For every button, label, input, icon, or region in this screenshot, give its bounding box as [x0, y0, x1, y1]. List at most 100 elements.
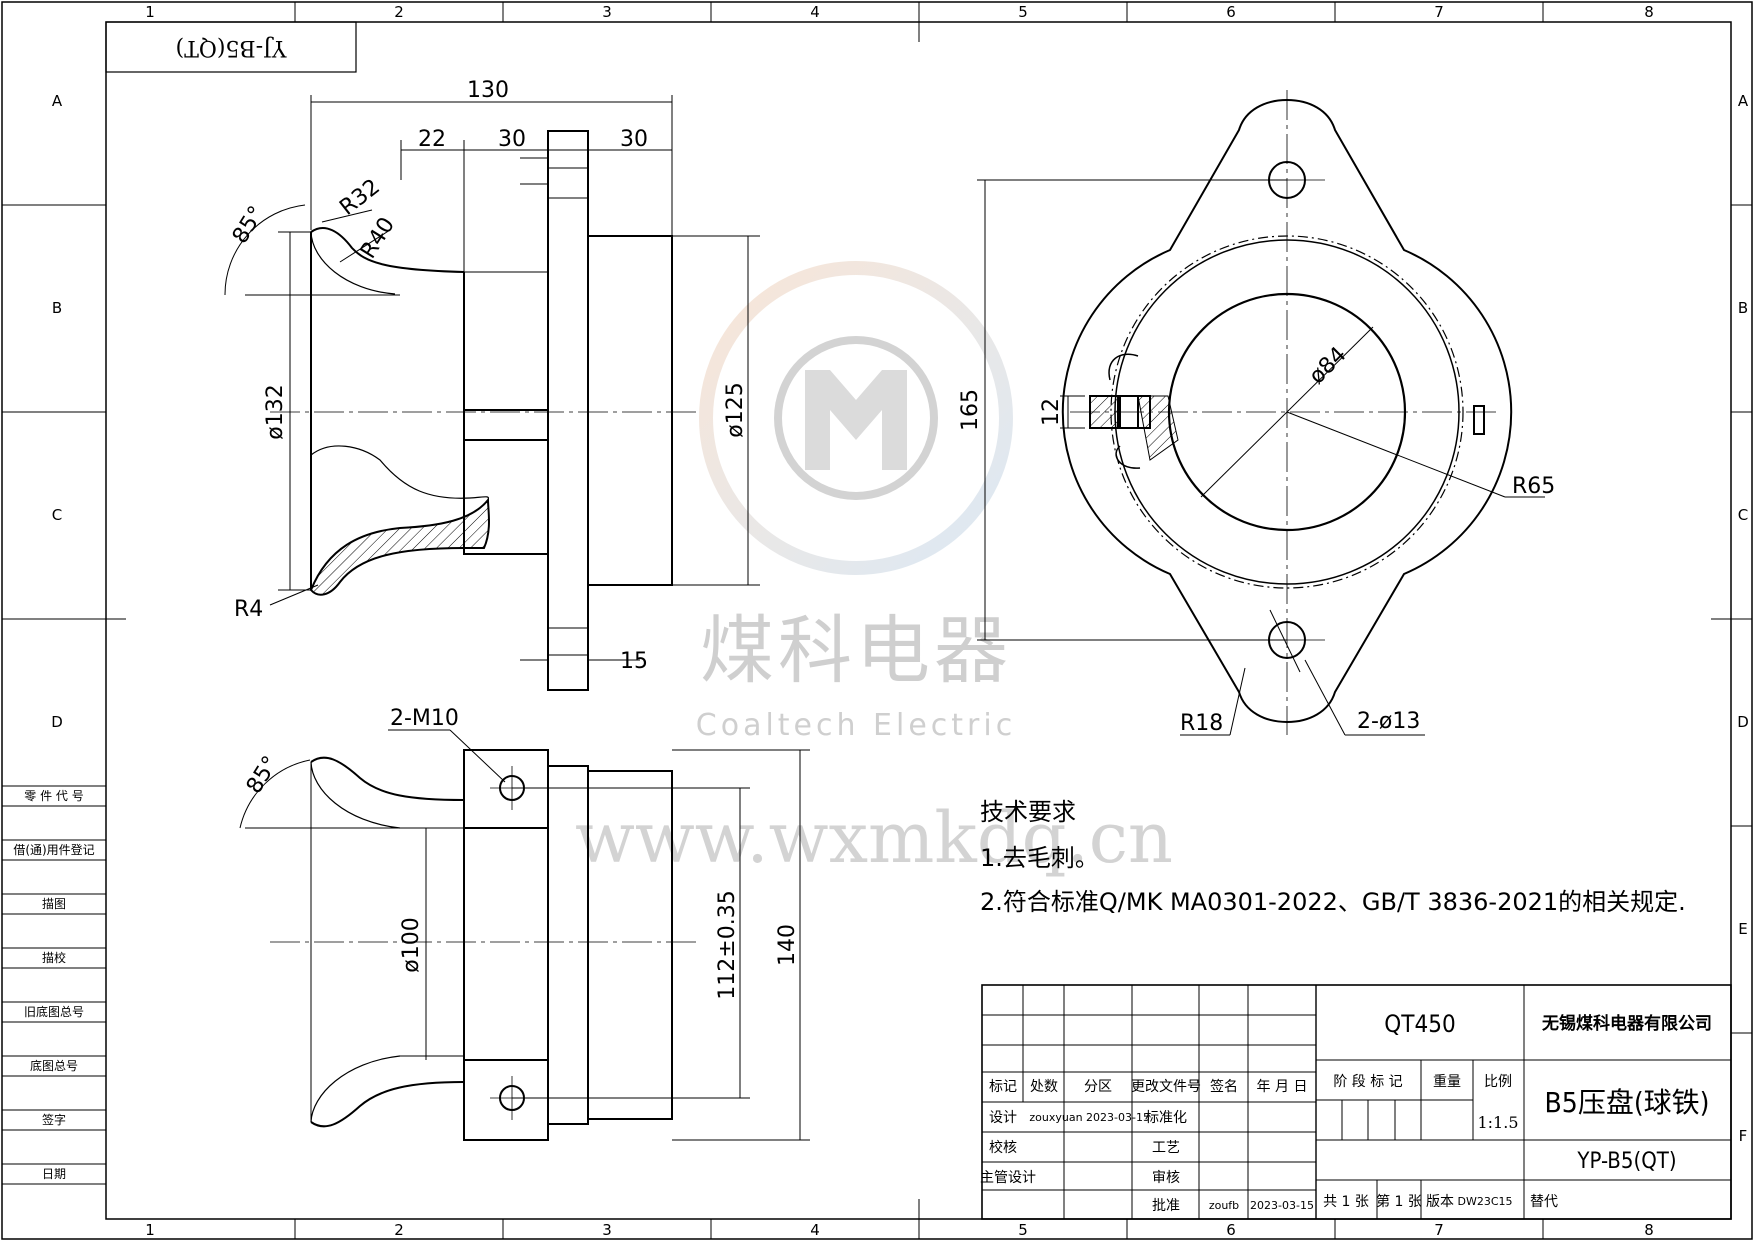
- tb-replace-label: 替代: [1530, 1194, 1558, 1210]
- tech-item-2: 2.符合标准Q/MK MA0301-2022、GB/T 3836-2021的相关…: [980, 888, 1686, 916]
- tb-header: 处数: [1030, 1079, 1058, 1095]
- dim-dia100: ø100: [399, 917, 424, 972]
- col-label: 5: [1018, 1221, 1028, 1239]
- side-label: 底图总号: [30, 1058, 78, 1073]
- tech-title: 技术要求: [980, 798, 1076, 826]
- tb-version-label: 版本: [1426, 1194, 1454, 1210]
- side-label: 日期: [42, 1167, 66, 1181]
- col-label: 8: [1644, 3, 1654, 21]
- dim-12: 12: [1039, 398, 1064, 426]
- tb-version: DW23C15: [1457, 1195, 1512, 1208]
- watermark-url: www.wxmkdq.cn: [575, 797, 1173, 879]
- front-view-dimensions: [224, 95, 760, 661]
- row-label: D: [51, 713, 63, 731]
- col-label: 6: [1226, 3, 1236, 21]
- dim-dia84: ø84: [1305, 342, 1352, 389]
- watermark-cn: 煤科电器: [700, 608, 1012, 694]
- tb-stage-label: 阶 段 标 记: [1333, 1074, 1402, 1090]
- tb-design-name: zouxyuan: [1029, 1111, 1082, 1124]
- tb-header: 年 月 日: [1257, 1079, 1308, 1095]
- column-labels: 1 2 3 4 5 6 7 8 1 2 3 4 5 6 7 8: [145, 3, 1654, 1239]
- tb-material: QT450: [1384, 1010, 1455, 1038]
- tb-header: 分区: [1084, 1079, 1112, 1095]
- tb-drawing-no: YP-B5(QT): [1576, 1149, 1676, 1174]
- dim-165: 165: [958, 389, 983, 431]
- tb-manager-label: 主管设计: [980, 1170, 1036, 1186]
- plan-view-centerlines: [1070, 90, 1500, 735]
- row-label: C: [52, 506, 62, 524]
- tb-design-date: 2023-03-15: [1086, 1111, 1150, 1124]
- tb-check-label: 校核: [989, 1139, 1017, 1156]
- plan-view-dimension-text: 165 12 ø84 R65 R18 2-ø13: [958, 342, 1555, 736]
- col-label: 8: [1644, 1221, 1654, 1239]
- hatched-wall: [309, 497, 490, 596]
- col-label: 2: [394, 3, 404, 21]
- side-label: 借(通)用件登记: [13, 842, 94, 857]
- watermark-logo-m-icon: [805, 370, 907, 470]
- row-label: C: [1738, 506, 1748, 524]
- dim-angle-top: 85°: [228, 202, 270, 248]
- watermark-logo-inner: [774, 336, 938, 500]
- title-block-text: 标记 处数 分区 更改文件号 签名 年 月 日 设计 zouxyuan 2023…: [980, 1010, 1712, 1214]
- tb-company: 无锡煤科电器有限公司: [1541, 1013, 1712, 1034]
- tb-sheets-total: 共 1 张: [1323, 1194, 1369, 1210]
- tb-header: 签名: [1210, 1078, 1238, 1095]
- row-label: A: [1738, 92, 1749, 110]
- mirrored-code-box: YJ-B5(QT): [105, 21, 357, 73]
- dim-15: 15: [620, 649, 648, 674]
- col-label: 2: [394, 1221, 404, 1239]
- dim-holes: 2-ø13: [1357, 709, 1420, 734]
- tb-approve-name: zoufb: [1209, 1199, 1239, 1212]
- col-label: 5: [1018, 3, 1028, 21]
- side-label: 零 件 代 号: [24, 789, 83, 803]
- col-label: 1: [145, 1221, 155, 1239]
- dim-dia132: ø132: [263, 384, 288, 439]
- tb-manager-role: 审核: [1152, 1170, 1180, 1186]
- row-label: F: [1739, 1127, 1748, 1145]
- side-label: 签字: [42, 1112, 66, 1127]
- col-label: 1: [145, 3, 155, 21]
- dim-22: 22: [418, 127, 446, 152]
- col-label: 3: [602, 3, 612, 21]
- tech-requirements: 技术要求 1.去毛刺。 2.符合标准Q/MK MA0301-2022、GB/T …: [980, 798, 1686, 916]
- row-label: D: [1737, 713, 1749, 731]
- tb-design-role: 标准化: [1145, 1110, 1187, 1126]
- side-view-dimension-text: 2-M10 85° ø100 112±0.35 140: [242, 706, 800, 1000]
- plan-view-dimensions: [977, 179, 1545, 736]
- col-label: 4: [810, 3, 820, 21]
- side-view-dimensions: [239, 729, 810, 1141]
- tb-header: 标记: [989, 1079, 1017, 1095]
- tb-weight-label: 重量: [1433, 1074, 1461, 1090]
- dim-dia125: ø125: [723, 382, 748, 437]
- watermark-en: Coaltech Electric: [696, 708, 1016, 743]
- row-label: A: [52, 92, 63, 110]
- title-block: [981, 984, 1732, 1220]
- tb-part-name: B5压盘(球铁): [1545, 1086, 1710, 1119]
- col-label: 3: [602, 1221, 612, 1239]
- dim-112: 112±0.35: [715, 890, 740, 999]
- side-labels: 零 件 代 号 借(通)用件登记 描图 描校 旧底图总号 底图总号 签字 日期: [13, 789, 94, 1181]
- side-label: 旧底图总号: [24, 1004, 84, 1019]
- dim-r65: R65: [1512, 474, 1555, 499]
- tb-approve-role: 批准: [1152, 1198, 1180, 1214]
- side-label: 描校: [42, 950, 66, 965]
- dim-130: 130: [467, 78, 509, 103]
- dim-r18: R18: [1180, 711, 1223, 736]
- tb-scale: 1:1.5: [1477, 1113, 1518, 1132]
- row-label: B: [1738, 299, 1748, 317]
- col-label: 4: [810, 1221, 820, 1239]
- tb-approve-date: 2023-03-15: [1250, 1199, 1314, 1212]
- row-labels: A B C D A B C D E F: [51, 92, 1749, 1145]
- col-label: 6: [1226, 1221, 1236, 1239]
- col-label: 7: [1434, 1221, 1444, 1239]
- tb-scale-label: 比例: [1484, 1074, 1512, 1090]
- tb-check-role: 工艺: [1152, 1140, 1180, 1156]
- side-label-table: [2, 785, 106, 1185]
- front-section-view: [309, 130, 673, 691]
- tb-design-label: 设计: [989, 1110, 1017, 1126]
- mirrored-drawing-code: YJ-B5(QT): [176, 35, 288, 60]
- dim-30a: 30: [498, 127, 526, 152]
